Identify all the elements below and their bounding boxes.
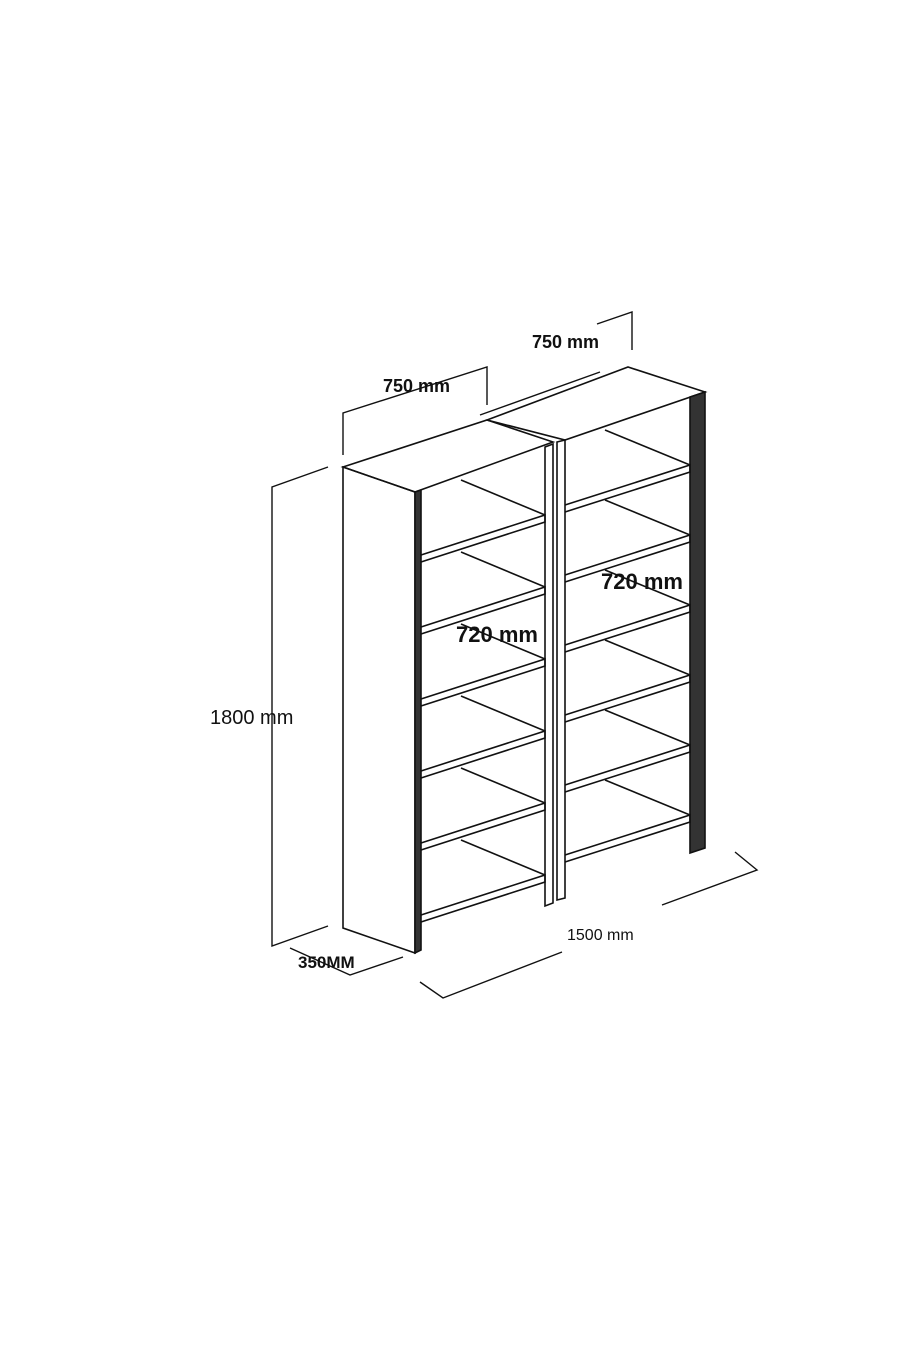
shelf [420,767,546,851]
label-depth: 350MM [298,953,355,972]
shelf-front-edge [564,673,691,723]
shelf-side-edge [604,639,691,676]
shelf-front-edge [564,743,691,793]
left-front-left-post [414,488,422,955]
shelf-front-edge [420,513,546,563]
dim-left-width [342,366,488,455]
label-right-width: 750 mm [532,332,599,352]
shelf-front-edge [564,813,691,863]
dim-right-width-end [596,311,633,350]
dim-depth [289,947,404,976]
right-top [484,366,708,441]
dim-total-right [661,851,759,906]
shelf-side-edge [460,479,546,516]
right-front-left-post [556,438,566,902]
shelf-front-edge [420,801,546,851]
shelf [420,695,546,779]
dimension-lines [271,311,759,999]
shelf [564,779,691,863]
shelf-side-edge [604,779,691,816]
label-total-width: 1500 mm [567,927,634,944]
right-front-right-post [689,390,706,855]
dim-right-width [479,371,601,416]
shelf-side-edge [460,623,546,660]
shelf-side-edge [604,429,691,466]
label-left-inner: 720 mm [456,622,538,647]
left-top [340,419,556,493]
shelf-front-edge [564,533,691,583]
shelf-front-edge [420,585,546,635]
shelf [420,623,546,707]
shelf-side-edge [604,709,691,746]
shelf [564,639,691,723]
shelf-front-edge [564,603,691,653]
shelf-side-edge [460,551,546,588]
shelf [564,709,691,793]
left-front-right-post [544,442,554,908]
shelf-front-edge [420,657,546,707]
shelf-side-edge [460,695,546,732]
shelf-side-edge [604,499,691,536]
shelf-front-edge [564,463,691,513]
shelf-side-edge [460,767,546,804]
label-right-inner: 720 mm [601,569,683,594]
shelf [564,569,691,653]
left-bookcase [340,419,556,955]
right-bookcase [484,366,708,902]
left-side-panel [342,465,416,955]
shelf [420,479,546,563]
shelf [564,499,691,583]
label-height: 1800 mm [210,707,293,729]
shelf [420,551,546,635]
dim-height [271,466,329,947]
dim-total-left [419,951,563,999]
shelf-side-edge [460,839,546,876]
shelf [420,839,546,923]
shelf [564,429,691,513]
shelf-front-edge [420,873,546,923]
shelf-front-edge [420,729,546,779]
label-left-width: 750 mm [383,376,450,396]
shelf-side-edge [604,569,691,606]
